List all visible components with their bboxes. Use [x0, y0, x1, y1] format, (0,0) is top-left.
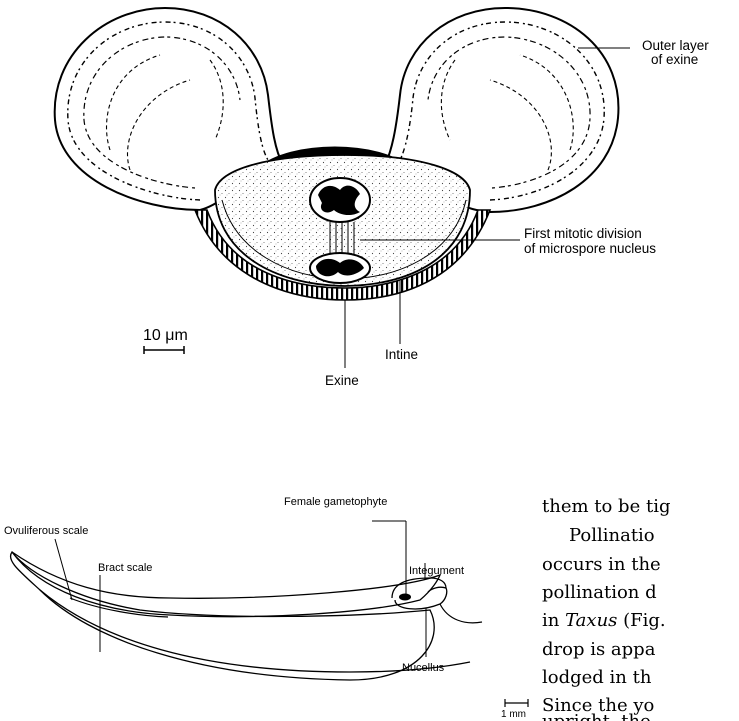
label-ovuliferous-scale: Ovuliferous scale [4, 525, 88, 537]
text-line-5: in Taxus (Fig. [542, 611, 666, 631]
cone-scale-diagram: Female gametophyte Ovuliferous scale Bra… [4, 496, 528, 720]
text-line-7: lodged in th [542, 668, 651, 688]
ovule-stalk [440, 604, 482, 623]
female-gametophyte-shape [399, 594, 411, 601]
label-female-gametophyte: Female gametophyte [284, 496, 387, 508]
text-line-4: pollination d [542, 583, 657, 603]
label-scale-top: 10 μm [143, 327, 188, 344]
label-integument: Integument [409, 565, 464, 577]
label-mitotic-2: of microspore nucleus [524, 241, 656, 256]
text-line-6: drop is appa [542, 640, 655, 660]
text-line-5-taxus: Taxus [565, 610, 617, 631]
ovuliferous-scale-shape [12, 552, 440, 617]
label-bract-scale: Bract scale [98, 562, 152, 574]
label-intine: Intine [385, 347, 418, 362]
text-line-2: Pollinatio [569, 526, 655, 546]
scale-bar-bottom [505, 699, 528, 707]
label-scale-bottom: 1 mm [501, 709, 526, 720]
label-nucellus: Nucellus [402, 662, 445, 674]
text-line-3: occurs in the [542, 555, 661, 575]
text-line-5-post: (Fig. [617, 610, 665, 631]
label-mitotic-1: First mitotic division [524, 226, 642, 241]
label-exine: Exine [325, 373, 359, 388]
text-line-5-pre: in [542, 610, 565, 631]
label-outer-layer-1: Outer layer [642, 38, 709, 53]
scale-bar-top [144, 346, 184, 354]
ovuliferous-leader [55, 539, 72, 600]
upper-nucleus-chromatin [318, 186, 360, 215]
pollen-grain-diagram: Outer layer of exine First mitotic divis… [55, 8, 710, 388]
text-line-9: upright, the [542, 712, 651, 721]
label-outer-layer-2: of exine [651, 52, 698, 67]
text-line-1: them to be tig [542, 497, 670, 517]
